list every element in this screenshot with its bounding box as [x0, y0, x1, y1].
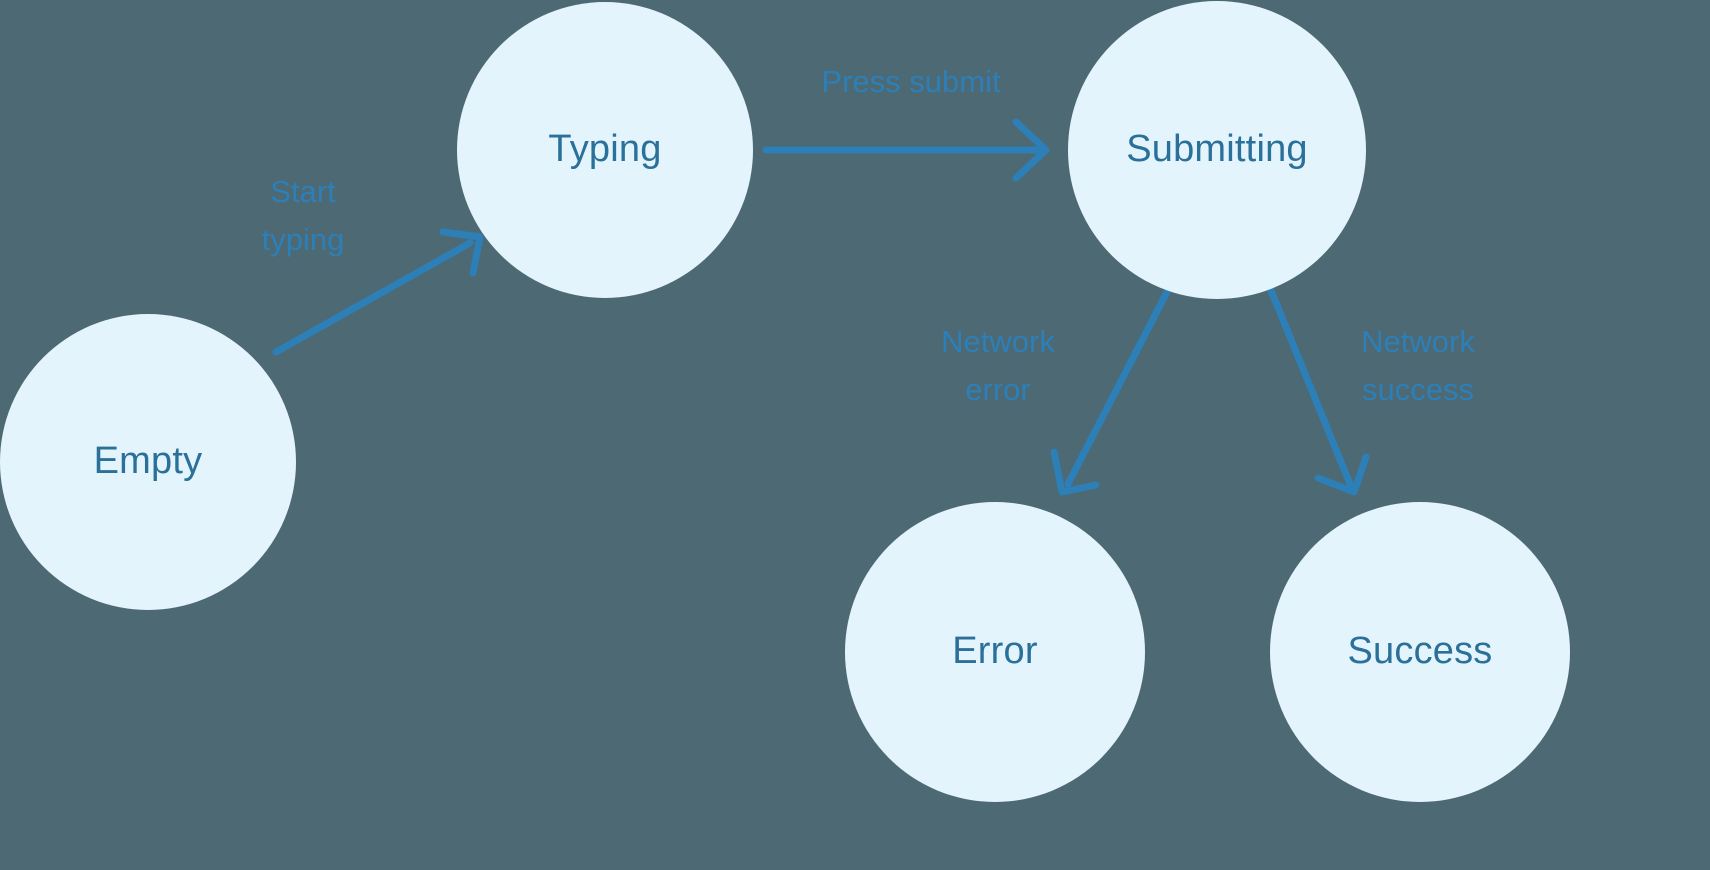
edge-submitting-to-success: [1266, 284, 1370, 496]
arrowhead-empty-to-typing: [439, 228, 484, 277]
edge-line-empty-to-typing: [272, 239, 474, 356]
arrowhead-typing-to-submitting: [1012, 118, 1050, 182]
state-label-empty: Empty: [93, 440, 203, 483]
state-node-empty[interactable]: Empty: [0, 314, 296, 610]
edge-empty-to-typing: [272, 228, 484, 356]
state-label-submitting: Submitting: [1126, 128, 1308, 171]
state-node-submitting[interactable]: Submitting: [1068, 1, 1366, 299]
state-node-success[interactable]: Success: [1270, 502, 1570, 802]
arrowhead-submitting-to-error: [1050, 448, 1100, 496]
edge-submitting-to-error: [1050, 286, 1172, 496]
state-node-typing[interactable]: Typing: [457, 2, 753, 298]
edge-line-submitting-to-success: [1266, 284, 1354, 488]
state-node-error[interactable]: Error: [845, 502, 1145, 802]
arrowhead-submitting-to-success: [1314, 453, 1370, 496]
state-label-success: Success: [1347, 630, 1493, 673]
state-label-typing: Typing: [548, 128, 662, 171]
edge-line-submitting-to-error: [1064, 286, 1172, 488]
state-label-error: Error: [952, 630, 1038, 673]
edge-typing-to-submitting: [762, 118, 1050, 182]
